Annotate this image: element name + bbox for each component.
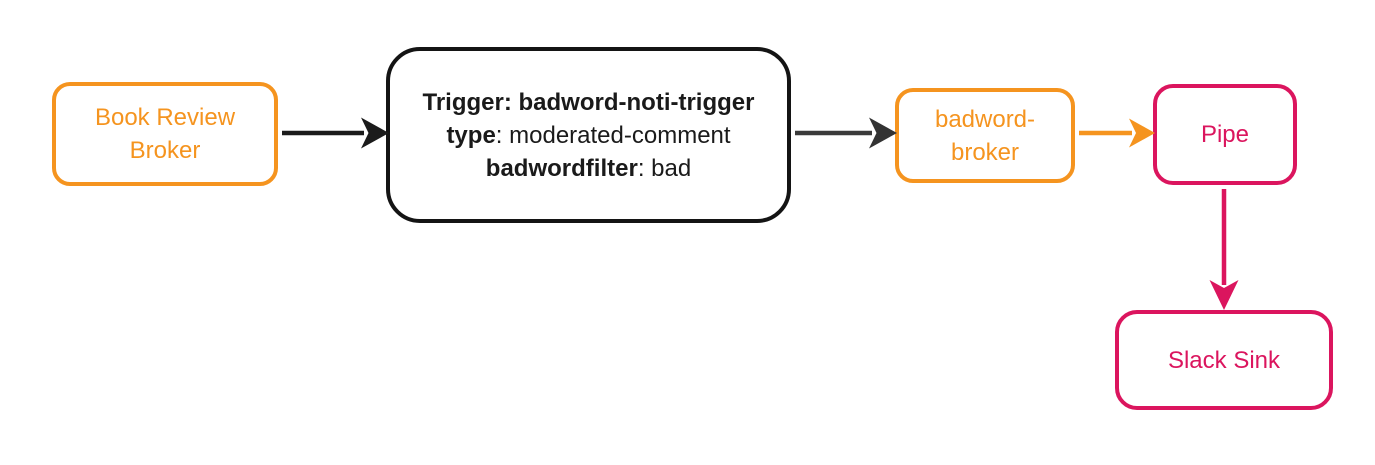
- node-badword-broker: badword- broker: [895, 88, 1075, 183]
- trigger-line3: badwordfilter: bad: [486, 152, 691, 185]
- pipe-label: Pipe: [1200, 121, 1250, 148]
- trigger-line2: type: moderated-comment: [446, 119, 730, 152]
- trigger-line3-value: : bad: [637, 154, 692, 182]
- arrow-broker-to-trigger-icon: [282, 117, 389, 149]
- node-pipe: Pipe: [1153, 84, 1297, 185]
- node-book-review-broker: Book Review Broker: [52, 82, 278, 186]
- badword-broker-label-line1: badword-: [934, 105, 1036, 133]
- book-review-broker-label-line1: Book Review: [94, 104, 236, 131]
- trigger-line1: Trigger: badword-noti-trigger: [422, 88, 755, 116]
- arrow-trigger-to-badword-broker-icon: [795, 117, 897, 149]
- trigger-line3-key: badwordfilter: [485, 154, 638, 182]
- node-trigger-details: Trigger: badword-noti-trigger type: mode…: [386, 47, 791, 223]
- trigger-line2-key: type: [446, 121, 496, 149]
- badword-broker-label-line2: broker: [950, 138, 1020, 166]
- trigger-line2-value: : moderated-comment: [495, 121, 731, 149]
- arrow-pipe-to-slack-sink-icon: [1209, 189, 1239, 310]
- arrow-badword-broker-to-pipe-icon: [1079, 118, 1155, 148]
- slack-sink-label: Slack Sink: [1167, 346, 1281, 374]
- book-review-broker-label-line2: Broker: [129, 137, 201, 164]
- node-slack-sink: Slack Sink: [1115, 310, 1333, 410]
